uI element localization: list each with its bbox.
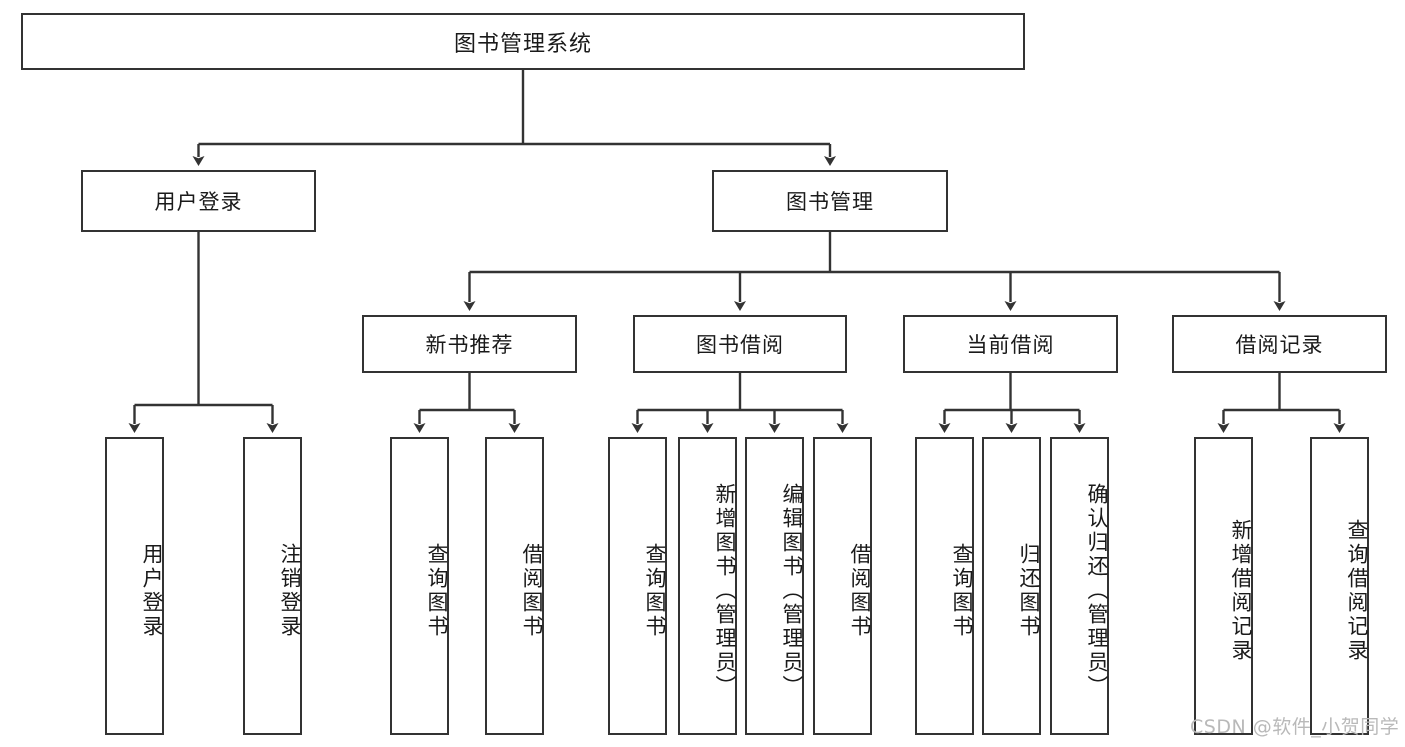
node-bookmgmt[interactable]: 图书管理	[712, 170, 948, 232]
node-l6[interactable]: 新增图书（管理员）	[678, 437, 737, 735]
node-label: 图书借阅	[696, 333, 784, 357]
node-l9[interactable]: 查询图书	[915, 437, 974, 735]
node-label: 借阅图书	[848, 543, 872, 639]
node-l8[interactable]: 借阅图书	[813, 437, 872, 735]
node-label: 查询借阅记录	[1345, 519, 1369, 663]
node-borrow[interactable]: 图书借阅	[633, 315, 847, 373]
node-label: 新书推荐	[425, 333, 514, 357]
node-label: 查询图书	[425, 543, 449, 639]
node-label: 用户登录	[140, 543, 164, 639]
csdn-watermark: CSDN @软件_小贺同学	[1190, 716, 1400, 738]
node-l11[interactable]: 确认归还（管理员）	[1050, 437, 1109, 735]
node-records[interactable]: 借阅记录	[1172, 315, 1387, 373]
node-l10[interactable]: 归还图书	[982, 437, 1041, 735]
node-l5[interactable]: 查询图书	[608, 437, 667, 735]
node-label: 当前借阅	[966, 333, 1055, 357]
node-l4[interactable]: 借阅图书	[485, 437, 544, 735]
node-label: 新增借阅记录	[1229, 519, 1253, 663]
node-label: 用户登录	[154, 190, 243, 214]
node-label: 注销登录	[278, 543, 302, 639]
node-label: 图书管理	[786, 190, 874, 214]
node-label: 新增图书（管理员）	[713, 483, 737, 699]
node-label: 借阅记录	[1235, 333, 1324, 357]
node-label: 查询图书	[950, 543, 974, 639]
node-label: 确认归还（管理员）	[1085, 483, 1109, 699]
node-label: 借阅图书	[520, 543, 544, 639]
node-login[interactable]: 用户登录	[81, 170, 316, 232]
node-root[interactable]: 图书管理系统	[21, 13, 1025, 70]
node-l12[interactable]: 新增借阅记录	[1194, 437, 1253, 735]
node-label: 归还图书	[1017, 543, 1041, 639]
node-label: 编辑图书（管理员）	[780, 483, 804, 699]
node-newbook[interactable]: 新书推荐	[362, 315, 577, 373]
node-l1[interactable]: 用户登录	[105, 437, 164, 735]
node-l3[interactable]: 查询图书	[390, 437, 449, 735]
node-current[interactable]: 当前借阅	[903, 315, 1118, 373]
node-label: 查询图书	[643, 543, 667, 639]
node-label: 图书管理系统	[453, 31, 592, 57]
node-l2[interactable]: 注销登录	[243, 437, 302, 735]
node-l7[interactable]: 编辑图书（管理员）	[745, 437, 804, 735]
node-l13[interactable]: 查询借阅记录	[1310, 437, 1369, 735]
